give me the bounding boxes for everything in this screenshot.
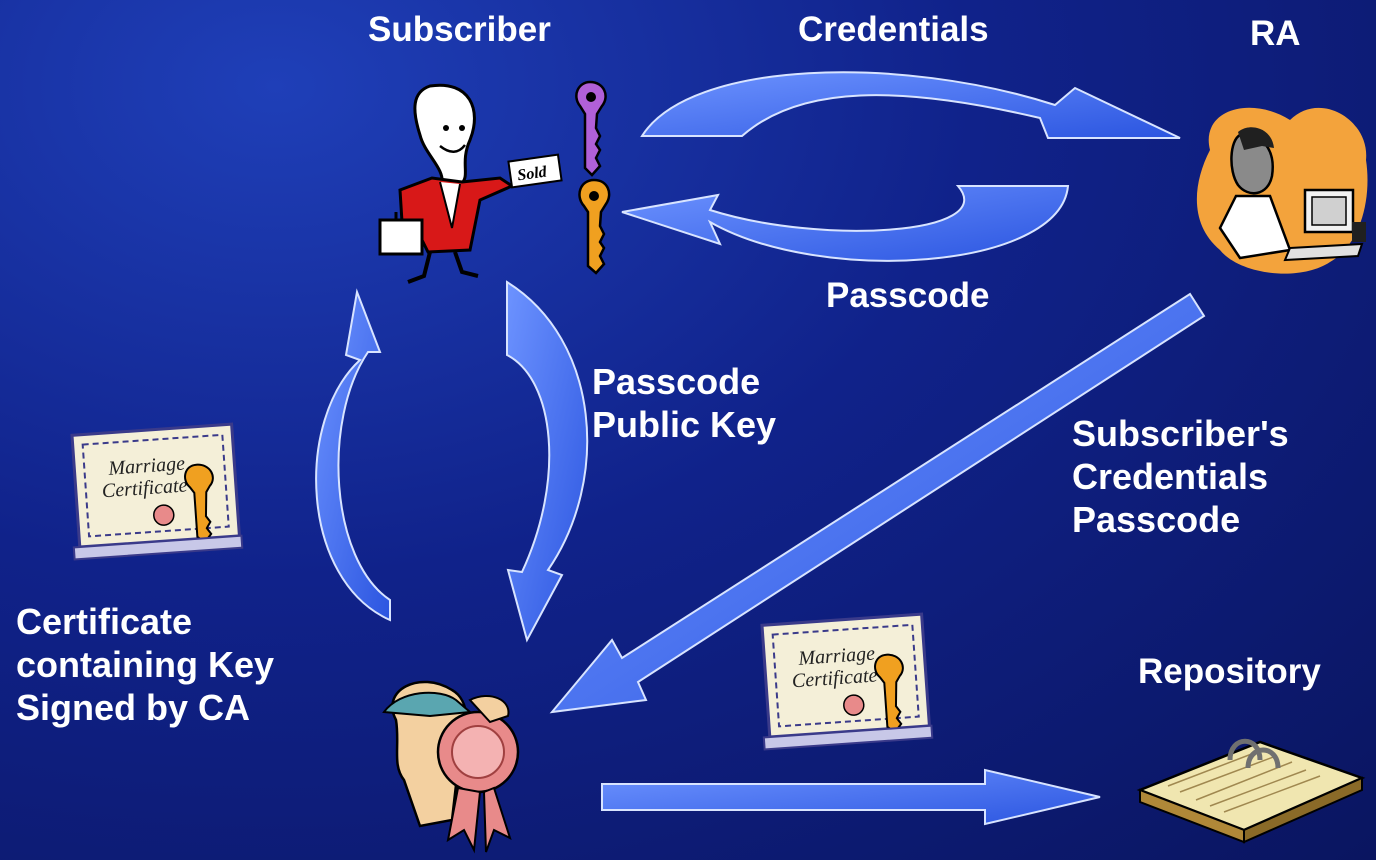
passcode-public-key-line-1: Passcode xyxy=(592,361,761,402)
purple-key-icon xyxy=(575,80,607,177)
ra-operator-icon xyxy=(1196,107,1368,274)
certificate-middle-line-1: Marriage xyxy=(797,643,876,670)
subscriber-credentials-passcode-label: Subscriber's Credentials Passcode xyxy=(1072,412,1289,541)
certificate-icon: Marriage Certificate xyxy=(760,612,934,751)
passcode-public-key-line-2: Public Key xyxy=(592,404,777,445)
sold-sign-text: Sold xyxy=(516,163,548,184)
credentials-arrow xyxy=(640,71,1181,139)
certificate-return-arrow xyxy=(315,288,391,622)
ra-to-ca-arrow xyxy=(549,292,1206,714)
passcode-return-arrow xyxy=(621,185,1070,262)
certificate-description-line-1: Certificate xyxy=(16,601,193,642)
passcode-public-key-label: Passcode Public Key xyxy=(592,360,776,446)
certificate-description-label: Certificate containing Key Signed by CA xyxy=(16,600,274,729)
orange-key-icon xyxy=(578,178,611,275)
ra-label: RA xyxy=(1250,14,1301,53)
subscriber-credentials-line-2: Credentials xyxy=(1072,456,1269,497)
subscriber-label: Subscriber xyxy=(368,10,551,49)
certificate-icon: Marriage Certificate xyxy=(70,422,244,561)
certificate-description-line-2: containing Key xyxy=(16,644,275,685)
subscriber-figure-icon: Sold xyxy=(378,83,563,284)
certificate-left-line-1: Marriage xyxy=(107,453,186,480)
repository-book-icon xyxy=(1136,738,1366,844)
subscriber-credentials-line-1: Subscriber's xyxy=(1072,413,1289,454)
credentials-label: Credentials xyxy=(798,10,989,49)
passcode-public-key-arrow xyxy=(506,280,589,643)
certificate-description-line-3: Signed by CA xyxy=(16,687,251,728)
repository-label: Repository xyxy=(1138,652,1321,691)
passcode-label: Passcode xyxy=(826,276,990,315)
ca-seal-icon xyxy=(382,680,520,854)
ca-to-repository-arrow xyxy=(601,768,1101,826)
subscriber-credentials-line-3: Passcode xyxy=(1072,499,1241,540)
